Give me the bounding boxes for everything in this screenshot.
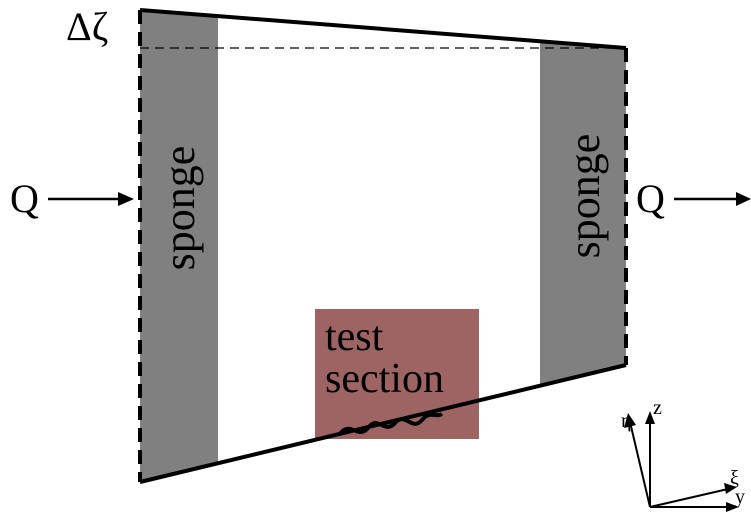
sponge-region-left [140, 10, 218, 482]
test-section-label-line2: section [325, 356, 444, 402]
wavy-bottom [338, 412, 444, 436]
z-axis-label: z [653, 397, 662, 419]
inflow-arrow-head [118, 192, 134, 206]
xi-axis [649, 488, 729, 508]
xi-arrow-head [724, 483, 737, 494]
test-section-box [315, 309, 479, 439]
sponge-region-right [540, 42, 626, 385]
y-axis-label: y [735, 486, 745, 508]
eta-arrow-head [624, 413, 636, 428]
domain-top-boundary [139, 8, 627, 50]
test-section-label-line1: test [325, 314, 384, 360]
outflow-q-label: Q [636, 176, 665, 221]
domain-bottom-boundary [139, 363, 627, 484]
eta-axis-label: η [621, 410, 631, 432]
sponge-label-left: sponge [155, 146, 204, 271]
xi-axis-label: ξ [730, 467, 739, 489]
y-arrow-head [726, 502, 739, 512]
delta-zeta-label: Δζ [66, 4, 108, 49]
eta-axis [629, 421, 651, 508]
coordinate-axes: η z ξ y [621, 397, 745, 512]
z-arrow-head [645, 411, 655, 424]
inflow-q-label: Q [10, 176, 39, 221]
sponge-label-right: sponge [560, 134, 609, 259]
outflow-arrow-head [736, 192, 751, 206]
